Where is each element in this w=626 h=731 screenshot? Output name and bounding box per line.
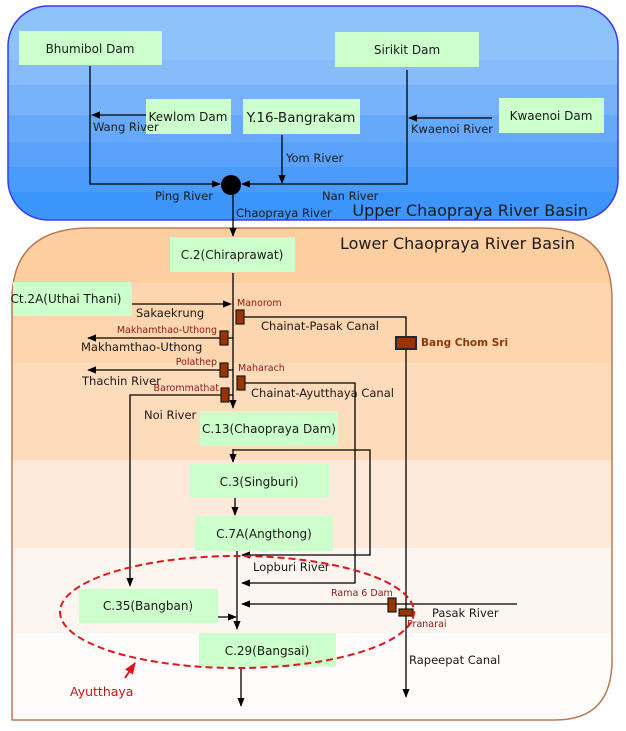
label-rapeepat-canal: Rapeepat Canal bbox=[409, 653, 500, 667]
label-bang-chom-sri: Bang Chom Sri bbox=[421, 337, 508, 349]
svg-text:Ct.2A(Uthai Thani): Ct.2A(Uthai Thani) bbox=[11, 292, 122, 306]
lower-flows bbox=[87, 273, 517, 707]
svg-text:Sirikit Dam: Sirikit Dam bbox=[374, 43, 440, 57]
station-y16-bangrakam[interactable]: Y.16-Bangrakam bbox=[243, 99, 360, 134]
label-sakaekrung: Sakaekrung bbox=[136, 306, 204, 320]
lower-basin: Lower Chaopraya River Basin bbox=[11, 227, 613, 721]
station-c13-chaopraya-dam[interactable]: C.13(Chaopraya Dam) bbox=[200, 411, 338, 446]
gate-maharach[interactable] bbox=[236, 375, 246, 391]
station-c2-chiraprawat[interactable]: C.2(Chiraprawat) bbox=[170, 237, 295, 272]
station-ct2a-uthai-thani[interactable]: Ct.2A(Uthai Thani) bbox=[11, 282, 132, 316]
ping-river-line bbox=[89, 66, 221, 188]
svg-text:C.3(Singburi): C.3(Singburi) bbox=[220, 475, 299, 489]
gate-labels: Manorom Makhamthao-Uthong Polathep Mahar… bbox=[117, 298, 508, 630]
station-c3-singburi[interactable]: C.3(Singburi) bbox=[190, 464, 329, 498]
gate-rama6[interactable] bbox=[387, 597, 397, 613]
river-labels: Wang River Kwaenoi River Yom River Ping … bbox=[81, 120, 500, 667]
label-chainat-pasak-canal: Chainat-Pasak Canal bbox=[261, 319, 379, 333]
svg-text:C.2(Chiraprawat): C.2(Chiraprawat) bbox=[181, 248, 284, 262]
lower-basin-title: Lower Chaopraya River Basin bbox=[340, 234, 575, 253]
chainat-pasak-canal-line bbox=[240, 316, 410, 698]
station-kwaenoi[interactable]: Kwaenoi Dam bbox=[499, 98, 604, 133]
svg-text:Kwaenoi Dam: Kwaenoi Dam bbox=[510, 109, 593, 123]
label-kwaenoi-river: Kwaenoi River bbox=[411, 122, 493, 136]
svg-text:C.35(Bangban): C.35(Bangban) bbox=[103, 599, 193, 613]
label-rama6-dam: Rama 6 Dam bbox=[331, 588, 393, 599]
svg-text:C.29(Bangsai): C.29(Bangsai) bbox=[225, 644, 310, 658]
station-c7a-angthong[interactable]: C.7A(Angthong) bbox=[195, 516, 333, 551]
gate-pranarai[interactable] bbox=[398, 608, 414, 617]
gate-barommathat[interactable] bbox=[220, 387, 230, 403]
lopburi-river-line bbox=[233, 449, 371, 559]
label-nan-river: Nan River bbox=[322, 189, 379, 203]
chainat-ayutthaya-canal-line bbox=[240, 382, 356, 587]
label-thachin-river: Thachin River bbox=[81, 374, 161, 388]
ayutthaya-pointer-arrow bbox=[124, 662, 136, 679]
label-yom-river: Yom River bbox=[285, 151, 343, 165]
label-ping-river: Ping River bbox=[155, 189, 213, 203]
label-barommathat: Barommathat bbox=[154, 383, 220, 394]
station-c29-bangsai[interactable]: C.29(Bangsai) bbox=[199, 633, 336, 667]
confluence-node bbox=[221, 175, 241, 195]
label-chaopraya-river: Chaopraya River bbox=[236, 206, 332, 220]
svg-text:Bhumibol Dam: Bhumibol Dam bbox=[46, 42, 135, 56]
label-polathep: Polathep bbox=[176, 357, 217, 368]
gate-polathep[interactable] bbox=[219, 362, 229, 378]
label-makhamthao-uthong: Makhamthao-Uthong bbox=[81, 340, 202, 354]
label-makhamthao-gate: Makhamthao-Uthong bbox=[117, 325, 217, 336]
label-wang-river: Wang River bbox=[93, 120, 159, 134]
ayutthaya-highlight: Ayutthaya bbox=[59, 555, 415, 699]
upper-flows bbox=[89, 66, 492, 237]
label-noi-river: Noi River bbox=[144, 408, 197, 422]
ayutthaya-dashed-ellipse bbox=[59, 555, 415, 669]
gate-bang-chom-sri[interactable] bbox=[395, 336, 417, 350]
gate-manorom[interactable] bbox=[235, 309, 245, 325]
label-maharach: Maharach bbox=[238, 363, 285, 374]
label-pranarai: Pranarai bbox=[407, 619, 447, 630]
label-manorom: Manorom bbox=[237, 298, 282, 309]
label-ayutthaya: Ayutthaya bbox=[70, 684, 133, 699]
svg-text:C.13(Chaopraya Dam): C.13(Chaopraya Dam) bbox=[202, 422, 336, 436]
label-pasak-river: Pasak River bbox=[432, 606, 499, 620]
svg-text:Y.16-Bangrakam: Y.16-Bangrakam bbox=[246, 110, 356, 126]
station-sirikit[interactable]: Sirikit Dam bbox=[335, 32, 479, 67]
svg-text:C.7A(Angthong): C.7A(Angthong) bbox=[216, 527, 312, 541]
stations: Bhumibol Dam Sirikit Dam Kewlom Dam Y.16… bbox=[11, 31, 604, 667]
gate-makhamthao[interactable] bbox=[219, 330, 229, 346]
upper-basin-title: Upper Chaopraya River Basin bbox=[352, 201, 588, 220]
nan-river-line bbox=[241, 70, 408, 188]
label-chainat-ayutthaya-canal: Chainat-Ayutthaya Canal bbox=[251, 386, 394, 400]
svg-text:Kewlom Dam: Kewlom Dam bbox=[149, 110, 228, 124]
label-lopburi-river: Lopburi River bbox=[253, 560, 330, 574]
gates bbox=[219, 309, 417, 617]
noi-river-line bbox=[126, 394, 233, 587]
station-c35-bangban[interactable]: C.35(Bangban) bbox=[79, 589, 218, 623]
station-bhumibol[interactable]: Bhumibol Dam bbox=[19, 31, 162, 65]
station-kewlom[interactable]: Kewlom Dam bbox=[146, 99, 231, 134]
